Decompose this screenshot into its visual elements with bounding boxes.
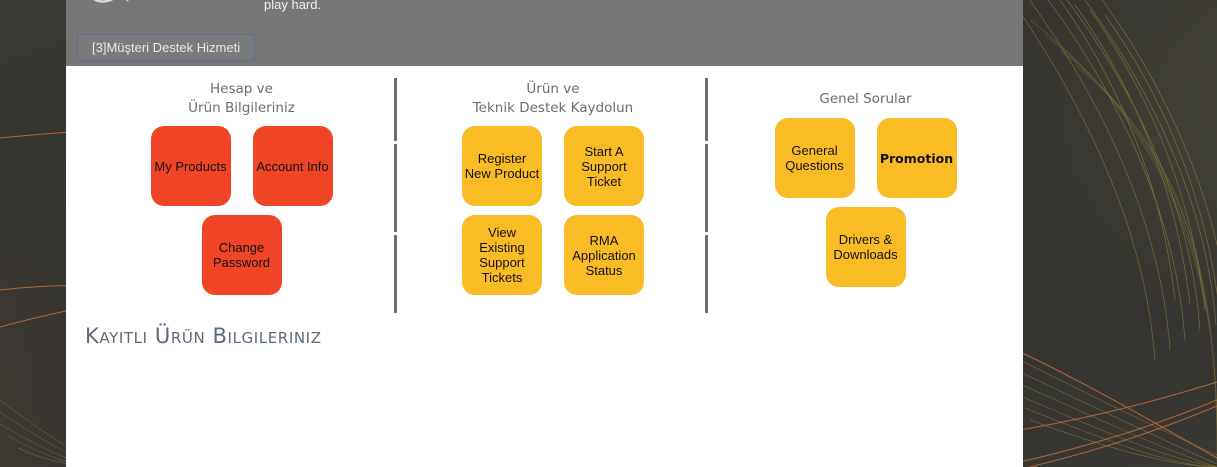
- tile-account-info[interactable]: Account Info: [252, 126, 333, 206]
- column-header-2-line2: Teknik Destek Kaydolun: [472, 100, 634, 116]
- column-header-3: Genel Sorular: [713, 66, 1018, 109]
- column-header-1-line1: Hesap ve: [210, 81, 273, 97]
- column-divider-1: [394, 78, 397, 313]
- column-1-tiles: My Products Account Info Change Password: [89, 126, 394, 295]
- column-divider-2: [705, 78, 708, 313]
- column-2-tiles: Register New Product Start A Support Tic…: [402, 126, 704, 295]
- tile-start-a-support-ticket[interactable]: Start A Support Ticket: [564, 126, 644, 206]
- tile-row: General Questions Promotion: [713, 118, 1018, 198]
- shortcut-columns: Hesap ve Ürün Bilgileriniz My Products A…: [66, 66, 1023, 313]
- tile-row: My Products Account Info: [89, 126, 394, 206]
- page-title: Kayıtlı Ürün Bilgileriniz: [85, 324, 322, 348]
- tile-rma-application-status[interactable]: RMA Application Status: [564, 215, 644, 295]
- column-header-2: Ürün ve Teknik Destek Kaydolun: [402, 66, 704, 118]
- tile-general-questions[interactable]: General Questions: [774, 118, 855, 198]
- column-general-questions: Genel Sorular General Questions Promotio…: [713, 66, 1018, 296]
- support-tab-button[interactable]: [3]Müşteri Destek Hizmeti: [77, 34, 256, 61]
- tile-my-products[interactable]: My Products: [150, 126, 231, 206]
- tile-row: Register New Product Start A Support Tic…: [402, 126, 704, 206]
- tile-row: View Existing Support Tickets RMA Applic…: [402, 215, 704, 295]
- tile-register-new-product[interactable]: Register New Product: [462, 126, 542, 206]
- column-account-and-product-info: Hesap ve Ürün Bilgileriniz My Products A…: [89, 66, 394, 304]
- tile-drivers-and-downloads[interactable]: Drivers & Downloads: [825, 207, 906, 287]
- column-header-3-line1: Genel Sorular: [819, 91, 912, 107]
- column-product-and-tech-support: Ürün ve Teknik Destek Kaydolun Register …: [402, 66, 704, 304]
- tile-row: Drivers & Downloads: [713, 207, 1018, 287]
- column-3-tiles: General Questions Promotion Drivers & Do…: [713, 118, 1018, 287]
- brand-tagline: play hard.: [264, 0, 322, 12]
- tile-change-password[interactable]: Change Password: [201, 215, 282, 295]
- tile-promotion[interactable]: Promotion: [876, 118, 957, 198]
- column-header-1-line2: Ürün Bilgileriniz: [188, 100, 295, 116]
- brand-lockup: play hard.: [86, 0, 321, 12]
- tile-view-existing-support-tickets[interactable]: View Existing Support Tickets: [462, 215, 542, 295]
- tile-row: Change Password: [89, 215, 394, 295]
- interlocked-rings-logo-icon: [90, 0, 129, 3]
- content-panel: Hesap ve Ürün Bilgileriniz My Products A…: [66, 66, 1023, 467]
- top-grey-bar: play hard. [3]Müşteri Destek Hizmeti: [66, 0, 1023, 66]
- column-header-2-line1: Ürün ve: [526, 81, 580, 97]
- column-header-1: Hesap ve Ürün Bilgileriniz: [89, 66, 394, 118]
